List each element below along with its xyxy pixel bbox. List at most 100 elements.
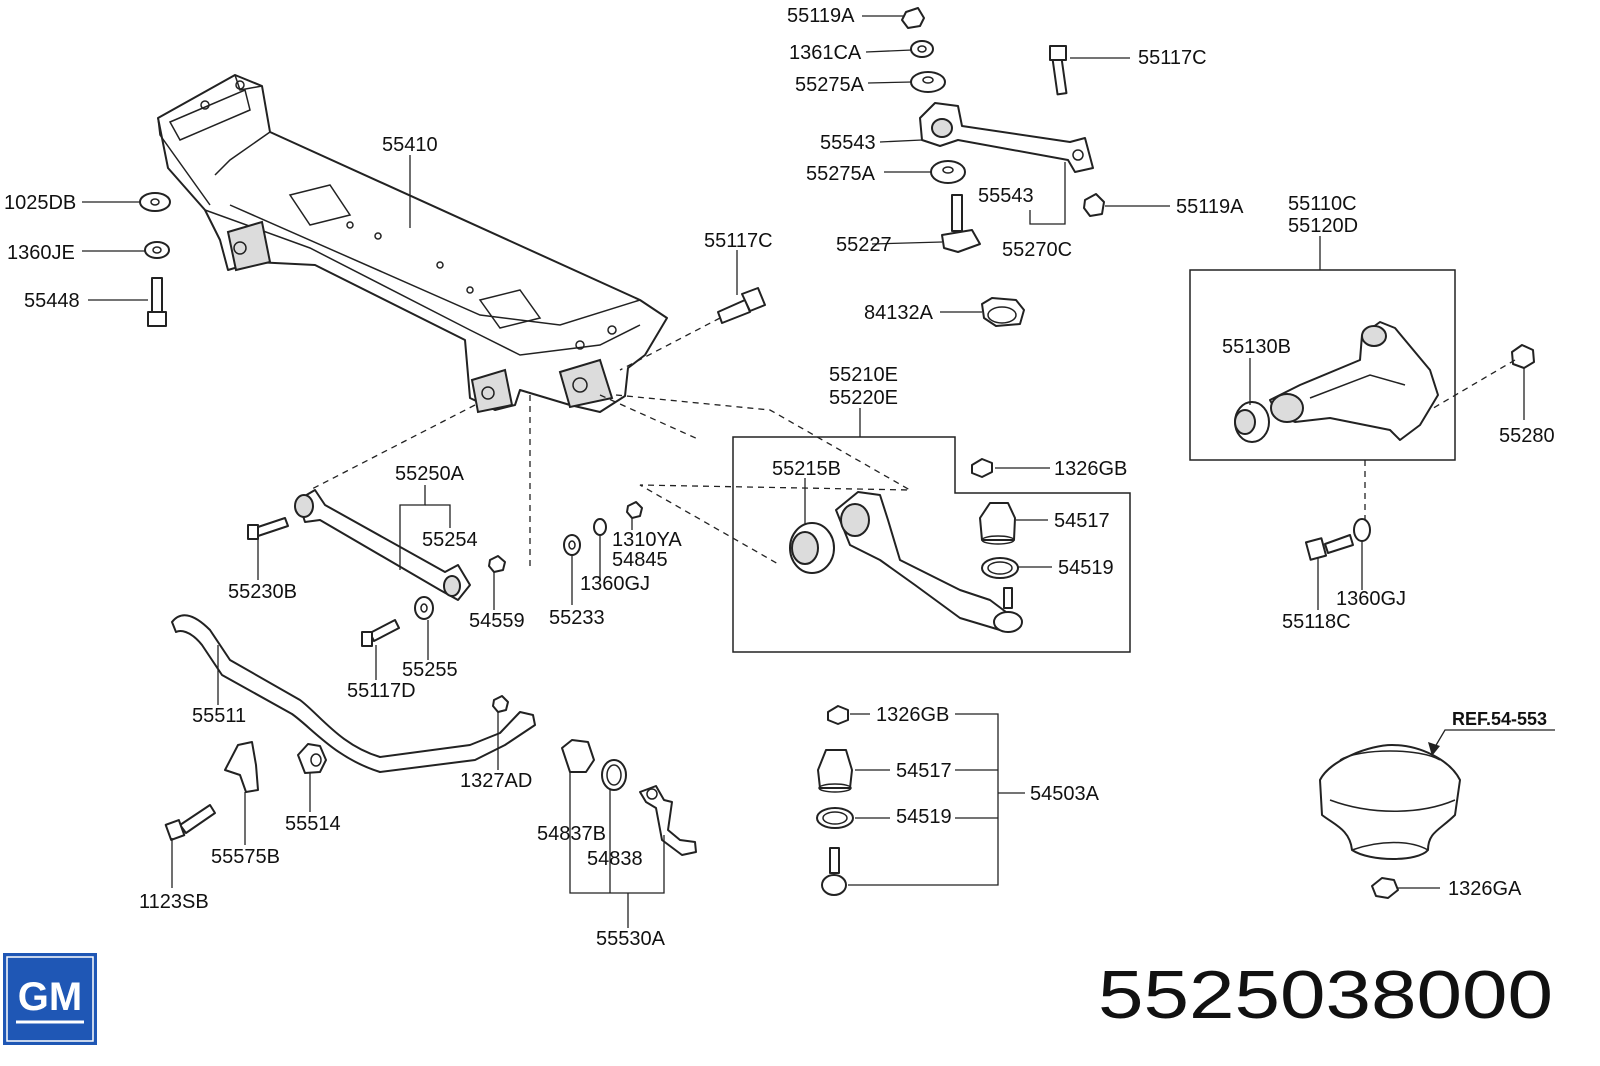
label-54837B: 54837B [537,823,606,845]
label-55220E: 55220E [829,387,898,409]
label-84132A: 84132A [864,302,934,324]
label-55530A: 55530A [596,928,666,950]
bolt-55227 [941,194,981,253]
label-55575B: 55575B [211,846,280,868]
label-55227: 55227 [836,234,892,256]
bushing-55215B [789,522,835,574]
label-54503A: 54503A [1030,783,1100,805]
upper-arm-55110C [1269,321,1439,441]
bolt-55448 [147,277,167,327]
ref-arrowhead [1428,742,1440,756]
label-1360JE: 1360JE [7,242,75,264]
label-54838: 54838 [587,848,643,870]
label-55514: 55514 [285,813,341,835]
label-55117C-mid: 55117C [704,230,773,252]
boot-54517-b [817,749,853,793]
label-55255: 55255 [402,659,458,681]
lower-arm-55210E [835,491,1011,631]
nut-55280 [1511,344,1535,369]
label-54559: 54559 [469,610,525,632]
label-55210E: 55210E [829,364,898,386]
ring-54838 [601,759,627,791]
dashed-guides [309,317,1516,570]
washer-1360JE [144,241,170,259]
upper-arm-box [1189,269,1456,461]
label-55233: 55233 [549,607,605,629]
boot-54517-a [979,502,1016,545]
bushing-55275A-b [930,160,966,184]
washer-1025DB [139,192,171,212]
label-55130B: 55130B [1222,336,1291,358]
link-55530A [639,785,697,856]
label-1327AD: 1327AD [460,770,532,792]
nut-55119A-top [901,7,925,29]
label-1025DB: 1025DB [4,192,76,214]
bolt-55117D [361,619,400,647]
washer-1361CA [910,40,934,58]
plug-84132A [981,297,1025,327]
clamp-55575B [224,741,259,793]
label-55280: 55280 [1499,425,1555,447]
washer-1360GJ-right [1353,518,1371,542]
nut-1327AD [492,695,509,713]
label-55118C: 55118C [1282,611,1351,633]
bushing-55514 [297,743,327,774]
ball-joint-stud [821,847,847,896]
nut-55119A-mid [1083,193,1105,217]
label-55119A-top: 55119A [787,5,855,27]
label-55120D: 55120D [1288,215,1358,237]
part-labels: 55119A 1361CA 55117C 55275A 55543 55275A… [4,5,1555,950]
label-55543-a: 55543 [820,132,876,154]
nut-1326GB-a [971,458,993,478]
label-55119A-mid: 55119A [1176,196,1244,218]
rod-55250A [294,489,471,601]
label-1360GJ-b: 1360GJ [1336,588,1406,610]
label-55410: 55410 [382,134,438,156]
gm-logo-badge [3,953,97,1045]
label-55448: 55448 [24,290,80,312]
washer-55255 [414,596,434,620]
label-1326GB-b: 1326GB [876,704,949,726]
label-1361CA: 1361CA [789,42,862,64]
ring-54519-a [981,557,1019,579]
label-1123SB: 1123SB [139,891,209,913]
strut-mount-ref [1319,744,1461,860]
label-55275A-b: 55275A [806,163,876,185]
label-55117D: 55117D [347,680,416,702]
label-54519-b: 54519 [896,806,952,828]
label-1326GA: 1326GA [1448,878,1522,900]
label-55270C: 55270C [1002,239,1072,261]
crossmember-55410 [157,74,668,414]
bushing-55275A-top [910,71,946,93]
link-55543 [919,102,1094,173]
nut-1310YA [626,501,643,519]
bolt-55117C-mid [717,287,766,324]
nut-1326GB-b [827,705,849,725]
label-55254: 55254 [422,529,478,551]
leader-lines [82,15,1555,928]
bolt-55117C-top [1049,45,1068,96]
washer-55233 [563,534,581,556]
ball-joint-lower [993,587,1023,633]
label-55250A: 55250A [395,463,465,485]
stabilizer-bar-55511 [171,614,536,773]
label-1360GJ-a: 1360GJ [580,573,650,595]
label-55543-b: 55543 [978,185,1034,207]
label-55511: 55511 [192,705,246,727]
label-ref-54-553: REF.54-553 [1452,709,1547,729]
bushing-54837B [561,739,595,773]
washer-1360GJ-a [593,518,607,536]
bolt-55118C [1304,534,1354,561]
label-1326GB-a: 1326GB [1054,458,1127,480]
ring-54519-b [816,807,854,829]
nut-1326GA [1371,877,1399,899]
gm-logo: GM [3,953,97,1045]
label-54519-a: 54519 [1058,557,1114,579]
part-number: 5525038000 [1098,957,1553,1033]
bolt-1123SB [164,804,216,841]
gm-logo-text: GM [18,975,82,1019]
lower-arm-box [732,436,1131,653]
label-55215B: 55215B [772,458,841,480]
label-55110C: 55110C [1288,193,1357,215]
